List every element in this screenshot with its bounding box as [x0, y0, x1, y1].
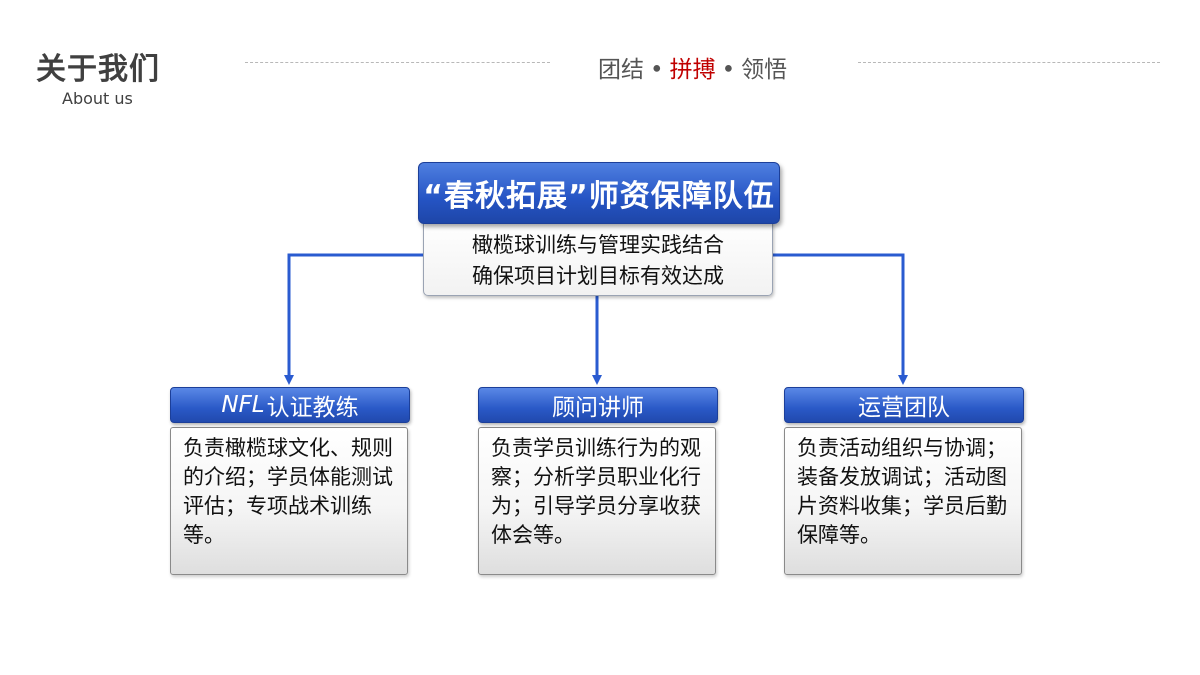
slogan-separator: •	[650, 57, 664, 83]
root-desc-line-1: 橄榄球训练与管理实践结合	[472, 233, 724, 257]
branch-body-operations: 负责活动组织与协调；装备发放调试；活动图片资料收集；学员后勤保障等。	[784, 427, 1022, 575]
header-divider-right	[858, 62, 1160, 63]
slogan-separator: •	[721, 57, 736, 83]
branch-body-advisor: 负责学员训练行为的观察；分析学员职业化行为；引导学员分享收获体会等。	[478, 427, 716, 575]
branch-title-text: 认证教练	[266, 395, 359, 421]
branch-title-latin: NFL	[221, 392, 265, 418]
slogan-word-unity: 团结	[598, 57, 644, 83]
slogan-word-lead: 领悟	[741, 57, 788, 83]
branch-body-coach: 负责橄榄球文化、规则的介绍；学员体能测试评估；专项战术训练等。	[170, 427, 408, 575]
connector-left	[284, 253, 423, 385]
connector-right	[773, 253, 908, 385]
header-divider-left	[245, 62, 550, 63]
slogan-word-strive: 拼搏	[669, 57, 716, 83]
page-subtitle: About us	[62, 89, 133, 108]
slogan: 团结•拼搏•领悟	[598, 50, 788, 83]
branch-title-advisor: 顾问讲师	[478, 387, 718, 423]
root-node-title: “春秋拓展”师资保障队伍	[418, 162, 780, 224]
branch-title-operations: 运营团队	[784, 387, 1024, 423]
root-node-description: 橄榄球训练与管理实践结合 确保项目计划目标有效达成	[423, 218, 773, 296]
root-desc-line-2: 确保项目计划目标有效达成	[472, 264, 724, 288]
page-title: 关于我们	[36, 52, 160, 87]
